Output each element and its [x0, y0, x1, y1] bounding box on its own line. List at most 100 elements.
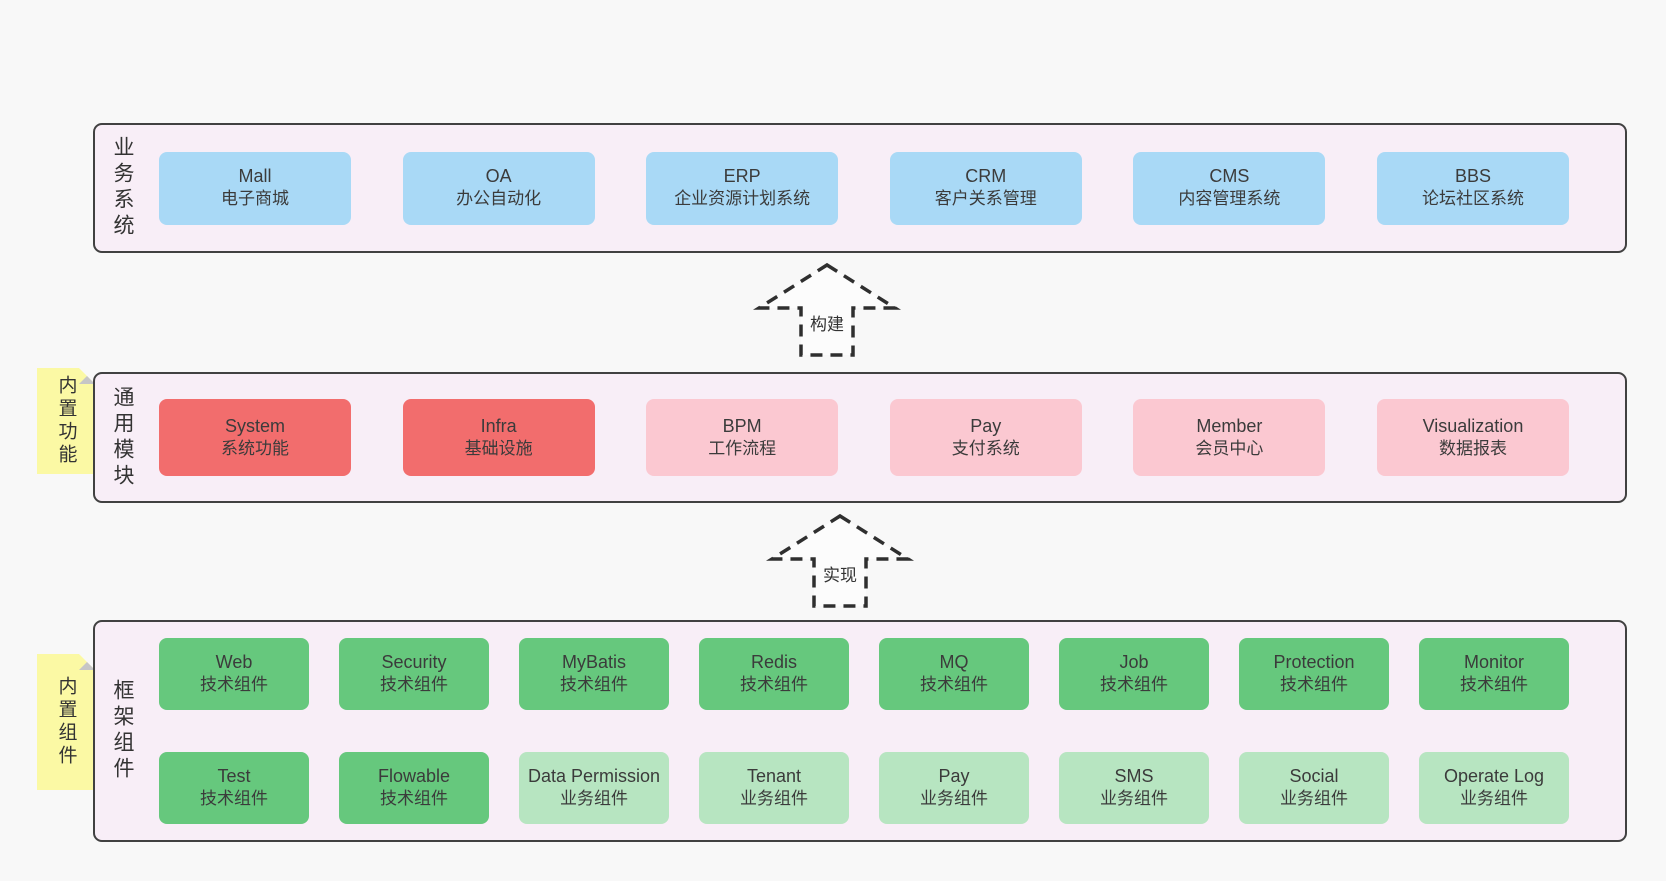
module-subtitle: 业务组件 [1280, 789, 1348, 809]
module-subtitle: 技术组件 [1100, 675, 1168, 695]
module-subtitle: 工作流程 [708, 438, 777, 458]
module-subtitle: 技术组件 [560, 675, 628, 695]
module-subtitle: 支付系统 [951, 438, 1020, 458]
module-name: Test [217, 766, 251, 787]
module-subtitle: 业务组件 [740, 789, 808, 809]
module-subtitle: 技术组件 [1280, 675, 1348, 695]
module-subtitle: 论坛社区系统 [1421, 189, 1524, 209]
module-subtitle: 办公自动化 [456, 189, 542, 209]
module-name: Pay [938, 766, 970, 787]
band-label-wrap: 框架组件 [95, 622, 149, 840]
sticky-note-label: 内置组件 [55, 676, 77, 768]
module-subtitle: 企业资源计划系统 [674, 189, 811, 209]
module-subtitle: 业务组件 [920, 789, 988, 809]
module-name: Mall [238, 166, 272, 187]
module-subtitle: 业务组件 [1100, 789, 1168, 809]
module-name: Redis [750, 652, 798, 673]
arrow-implement: 实现 [765, 511, 915, 611]
module-subtitle: 基础设施 [464, 438, 533, 458]
module-name: Monitor [1463, 652, 1525, 673]
band-label: 框架组件 [111, 679, 134, 783]
module-subtitle: 业务组件 [560, 789, 628, 809]
module-name: Security [381, 652, 447, 673]
module-name: MQ [939, 652, 969, 673]
module-subtitle: 电子商城 [221, 189, 289, 209]
module-name: Infra [480, 415, 517, 436]
module-name: Visualization [1422, 415, 1524, 436]
module-subtitle: 技术组件 [380, 789, 448, 809]
module-subtitle: 技术组件 [380, 675, 448, 695]
band-label-wrap: 通用模块 [95, 374, 149, 501]
module-subtitle: 技术组件 [740, 675, 808, 695]
band-label: 业务系统 [111, 136, 134, 240]
module-name: Flowable [377, 766, 451, 787]
module-name: BBS [1454, 166, 1491, 187]
module-name: ERP [723, 166, 761, 187]
sticky-note-built-in-functions: 内置功能 [37, 368, 95, 474]
module-name: Operate Log [1443, 766, 1545, 787]
arrow-label: 构建 [810, 315, 844, 334]
arrow-label: 实现 [823, 566, 857, 585]
module-name: Social [1289, 766, 1339, 787]
module-name: System [224, 415, 285, 436]
module-subtitle: 数据报表 [1438, 438, 1507, 458]
module-name: CMS [1209, 166, 1250, 187]
module-name: Job [1119, 652, 1149, 673]
module-name: Web [215, 652, 253, 673]
module-subtitle: 会员中心 [1195, 438, 1264, 458]
arrow-build: 构建 [752, 260, 902, 360]
module-name: BPM [722, 415, 762, 436]
band-label: 通用模块 [111, 385, 134, 490]
block-arrow-up-icon [752, 262, 902, 357]
block-arrow-up-icon [765, 513, 915, 608]
module-name: Tenant [746, 766, 802, 787]
sticky-note-label: 内置功能 [55, 375, 77, 467]
module-name: Protection [1273, 652, 1355, 673]
module-subtitle: 内容管理系统 [1178, 189, 1281, 209]
module-subtitle: 系统功能 [221, 438, 289, 458]
module-name: SMS [1114, 766, 1154, 787]
band-label-wrap: 业务系统 [95, 125, 149, 251]
module-name: Member [1196, 415, 1263, 436]
module-name: MyBatis [561, 652, 626, 673]
module-name: Data Permission [527, 766, 661, 787]
module-subtitle: 技术组件 [1460, 675, 1528, 695]
module-name: CRM [965, 166, 1007, 187]
module-subtitle: 客户关系管理 [934, 189, 1037, 209]
